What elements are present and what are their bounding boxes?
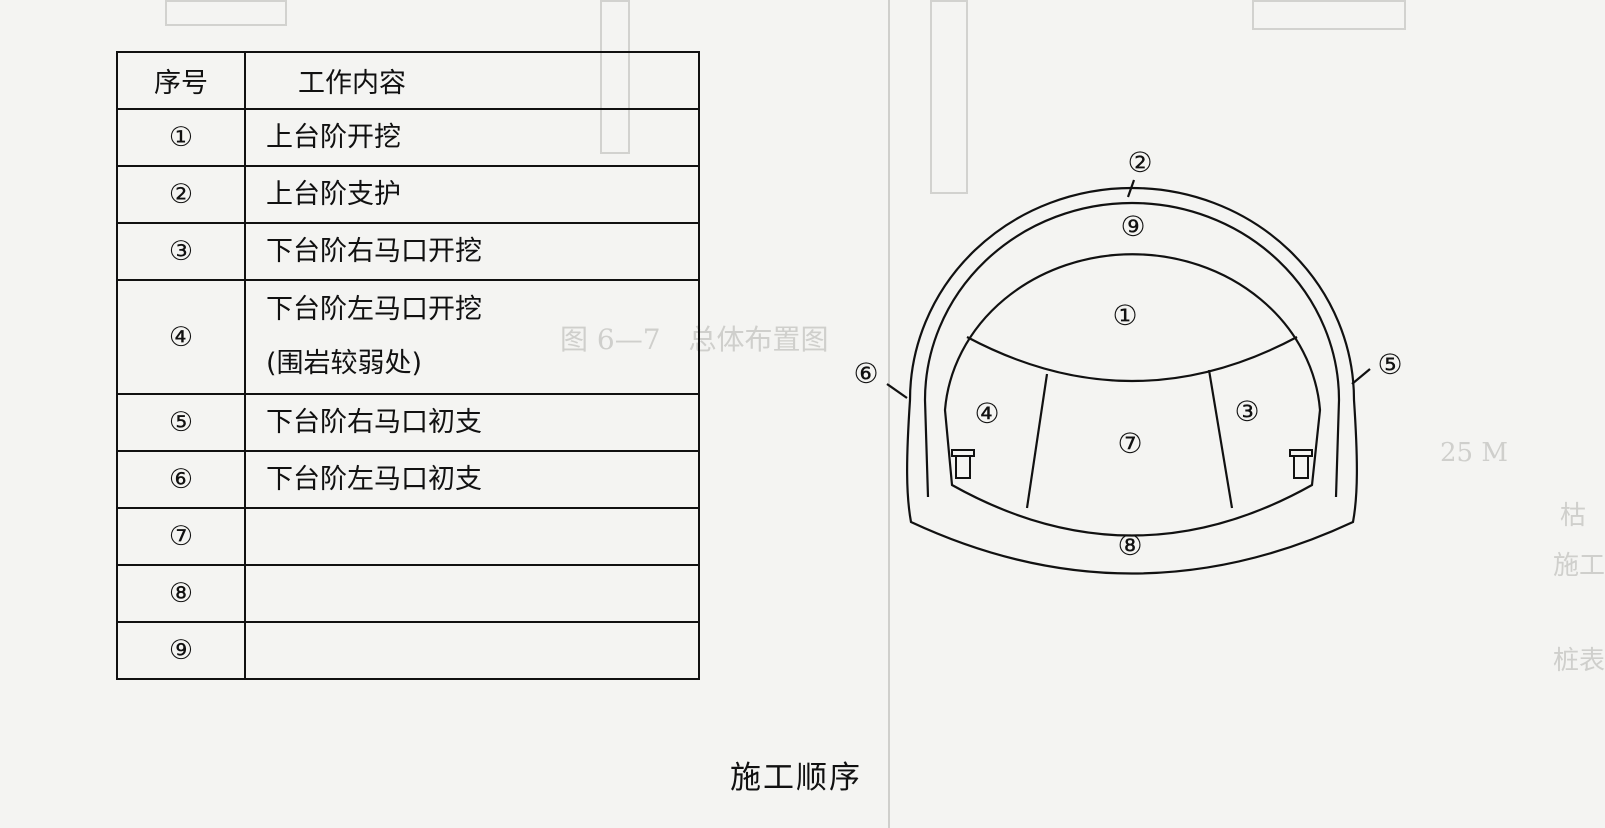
figure-caption: 施工顺序 bbox=[730, 760, 862, 796]
table-header-row: 序号 工作内容 bbox=[116, 51, 700, 110]
row-content bbox=[244, 621, 700, 680]
row-content bbox=[244, 564, 700, 623]
row-no: ⑨ bbox=[116, 621, 246, 680]
ghost-text: 25 M bbox=[1440, 438, 1508, 468]
middle-lining bbox=[923, 201, 1341, 498]
page-fold-line bbox=[888, 0, 890, 828]
row-content: 下台阶左马口初支 bbox=[244, 450, 700, 509]
row-content-line: 下台阶左马口开挖 bbox=[266, 294, 482, 325]
label-3: ③ bbox=[1234, 395, 1259, 428]
ghost-box bbox=[1252, 0, 1406, 30]
row-no: ④ bbox=[116, 279, 246, 395]
row-content: 下台阶右马口开挖 bbox=[244, 222, 700, 281]
leader-6 bbox=[886, 383, 908, 399]
row-content: 下台阶右马口初支 bbox=[244, 393, 700, 452]
ghost-text: 桩表 bbox=[1553, 646, 1605, 676]
label-5: ⑤ bbox=[1377, 348, 1402, 381]
right-foot-post bbox=[1293, 455, 1309, 479]
ghost-text: 枯 bbox=[1560, 501, 1587, 531]
table-row: ① 上台阶开挖 bbox=[116, 108, 700, 167]
table-row: ④ 下台阶左马口开挖 (围岩较弱处) bbox=[116, 279, 700, 395]
table-row: ⑤ 下台阶右马口初支 bbox=[116, 393, 700, 452]
label-7: ⑦ bbox=[1117, 427, 1142, 460]
left-division-line bbox=[1025, 373, 1049, 509]
table-row: ⑧ bbox=[116, 564, 700, 623]
row-no: ⑧ bbox=[116, 564, 246, 623]
row-no: ⑦ bbox=[116, 507, 246, 566]
sequence-table: 序号 工作内容 ① 上台阶开挖 ② 上台阶支护 ③ 下台阶右马口开挖 ④ 下台阶… bbox=[116, 51, 700, 680]
label-8: ⑧ bbox=[1117, 529, 1142, 562]
middle-lining-left-wall bbox=[923, 399, 930, 498]
header-content: 工作内容 bbox=[244, 51, 700, 110]
row-no: ① bbox=[116, 108, 246, 167]
row-no: ⑥ bbox=[116, 450, 246, 509]
label-4: ④ bbox=[974, 397, 999, 430]
label-9: ⑨ bbox=[1120, 210, 1145, 243]
header-no: 序号 bbox=[116, 51, 246, 110]
table-row: ③ 下台阶右马口开挖 bbox=[116, 222, 700, 281]
row-content-line: (围岩较弱处) bbox=[266, 348, 423, 379]
label-1: ① bbox=[1112, 299, 1137, 332]
row-content: 下台阶左马口开挖 (围岩较弱处) bbox=[244, 279, 700, 395]
row-content: 上台阶支护 bbox=[244, 165, 700, 224]
row-no: ③ bbox=[116, 222, 246, 281]
right-division-line bbox=[1207, 369, 1234, 509]
leader-5 bbox=[1351, 368, 1371, 385]
row-no: ⑤ bbox=[116, 393, 246, 452]
outer-lining bbox=[906, 186, 1358, 575]
table-row: ⑥ 下台阶左马口初支 bbox=[116, 450, 700, 509]
bench-line bbox=[966, 336, 1298, 382]
row-content: 上台阶开挖 bbox=[244, 108, 700, 167]
row-content bbox=[244, 507, 700, 566]
ghost-box bbox=[930, 0, 968, 194]
ghost-text: 施工。 bbox=[1553, 551, 1605, 581]
label-6: ⑥ bbox=[853, 357, 878, 390]
table-row: ⑦ bbox=[116, 507, 700, 566]
table-row: ⑨ bbox=[116, 621, 700, 680]
ghost-box bbox=[165, 0, 287, 26]
table-row: ② 上台阶支护 bbox=[116, 165, 700, 224]
left-foot-post bbox=[955, 455, 971, 479]
label-2: ② bbox=[1127, 146, 1152, 179]
inner-boundary bbox=[943, 253, 1322, 537]
leader-2 bbox=[1126, 179, 1136, 198]
row-no: ② bbox=[116, 165, 246, 224]
